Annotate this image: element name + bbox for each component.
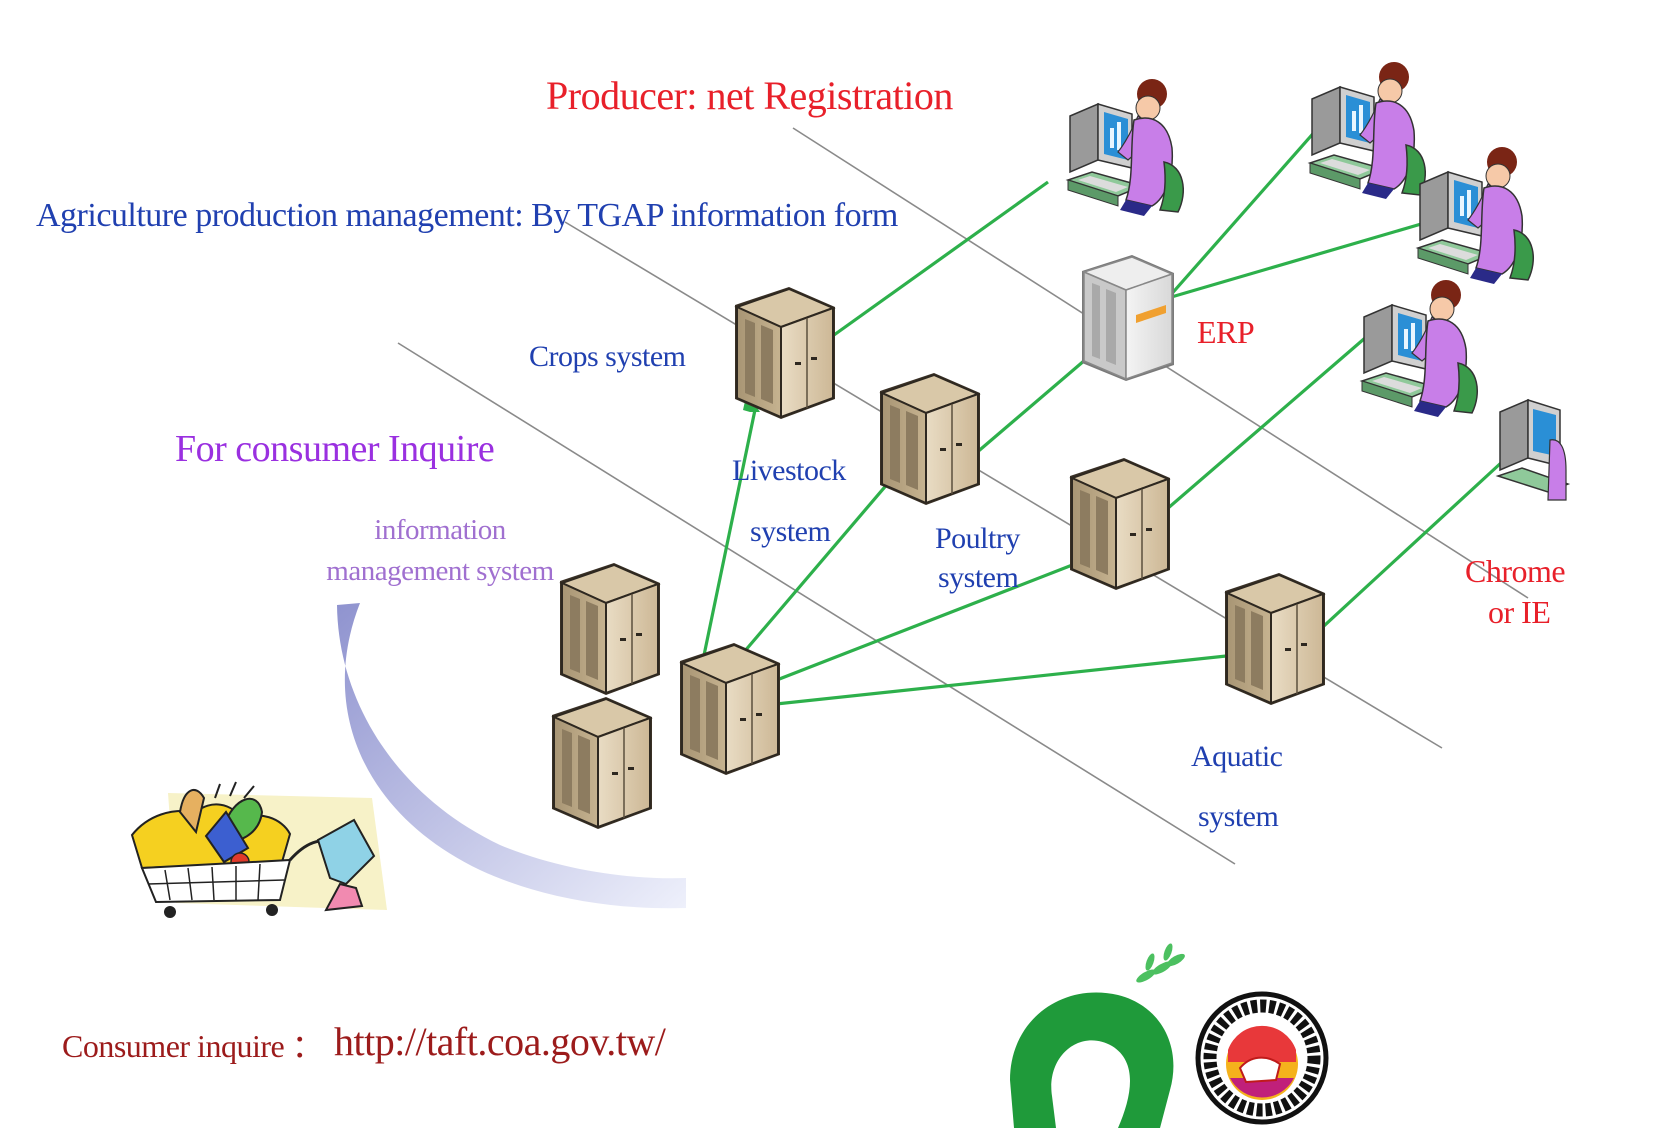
workstation-user-icon <box>1495 398 1571 501</box>
consumer-flow-arc <box>337 603 686 909</box>
livestock-server-icon <box>879 372 981 506</box>
browser-label-line1: Chrome <box>1465 553 1566 589</box>
consumer-server-icon <box>551 696 653 830</box>
workstation-user-icon <box>1067 78 1185 217</box>
poultry-server-icon <box>1069 457 1171 591</box>
browser-label-line2: or IE <box>1488 594 1551 630</box>
erp-label: ERP <box>1197 314 1255 350</box>
livestock-system-label-line1: Livestock <box>732 454 846 487</box>
poultry-system-label-line2: system <box>938 561 1019 594</box>
aquatic-server-icon <box>1224 572 1326 706</box>
crops-system-label: Crops system <box>529 340 686 373</box>
hub-server-icon <box>679 642 781 776</box>
workstation-user-icon <box>1309 61 1427 200</box>
shopping-cart-clipart <box>130 781 387 918</box>
aquatic-system-label-line1: Aquatic <box>1191 740 1283 773</box>
aquatic-system-label-line2: system <box>1198 800 1279 833</box>
poultry-system-label-line1: Poultry <box>935 522 1020 555</box>
page-subtitle: Agriculture production management: By TG… <box>36 197 898 234</box>
livestock-system-label-line2: system <box>750 515 831 548</box>
consumer-subheading-line2: management system <box>326 555 554 587</box>
consumer-inquire-label: Consumer inquire ： <box>62 1028 324 1064</box>
erp-server-icon <box>1081 254 1175 382</box>
workstation-user-icon <box>1417 146 1535 285</box>
page-title: Producer: net Registration <box>546 73 953 118</box>
divider-line <box>397 342 1236 865</box>
crops-server-icon <box>734 286 836 420</box>
consumer-subheading-line1: information <box>374 514 506 546</box>
consumer-inquire-url[interactable]: http://taft.coa.gov.tw/ <box>334 1019 666 1064</box>
consumer-heading: For consumer Inquire <box>175 428 495 470</box>
workstation-user-icon <box>1361 279 1479 418</box>
taft-logo <box>1010 943 1185 1128</box>
association-seal <box>1195 991 1329 1125</box>
